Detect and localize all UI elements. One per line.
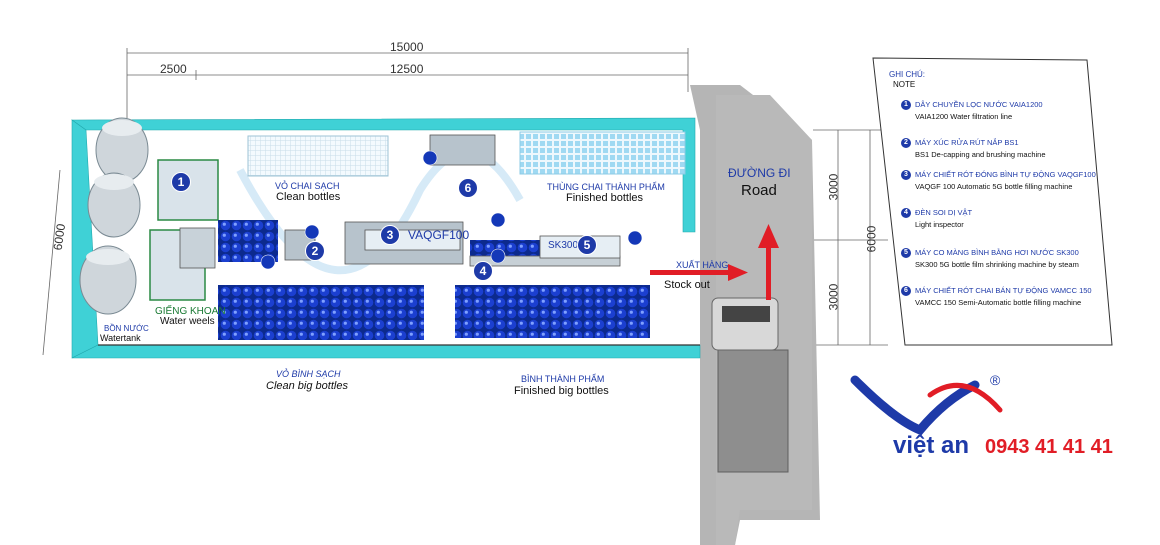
clean-big-bottles-label-vi: VỎ BÌNH SẠCH: [276, 369, 341, 379]
legend-item-3-vi: MÁY CHIẾT RÓT ĐÓNG BÌNH TỰ ĐỘNG VAQGF100: [915, 170, 1096, 179]
dimension-inner-width: 12500: [390, 62, 424, 76]
water-wells-label-vi: GIẾNG KHOAN: [155, 306, 226, 317]
legend-num-6: 6: [901, 286, 911, 296]
legend-frame: [872, 57, 1113, 346]
road-label-vi: ĐƯỜNG ĐI: [728, 166, 791, 180]
legend-item-1-vi: DÂY CHUYỀN LỌC NƯỚC VAIA1200: [915, 100, 1043, 109]
legend-item-6-en: VAMCC 150 Semi-Automatic bottle filling …: [915, 298, 1082, 307]
legend-title-vi: GHI CHÚ:: [889, 70, 925, 79]
finished-bottles-area: [519, 131, 686, 175]
legend-num-2: 2: [901, 138, 911, 148]
registered-mark: ®: [990, 372, 1001, 388]
conveyor-bottles: [470, 240, 550, 258]
finished-bottles-label-vi: THÙNG CHAI THÀNH PHẨM: [547, 182, 665, 192]
water-wells-label-en: Water weels: [160, 316, 215, 327]
dimension-left-offset: 2500: [160, 62, 187, 76]
road-label-en: Road: [741, 182, 777, 199]
finished-bottles-label-en: Finished bottles: [566, 192, 644, 204]
dimension-upper-right: 3000: [826, 173, 841, 201]
export-label-vi: XUẤT HÀNG: [676, 260, 729, 270]
finished-big-bottles-area: [455, 285, 650, 338]
legend-item-2-vi: MÁY XÚC RỬA RÚT NẮP BS1: [915, 138, 1019, 147]
export-arrows: [650, 224, 779, 300]
legend-item-3-en: VAQGF 100 Automatic 5G bottle filling ma…: [915, 182, 1073, 191]
marker-2: 2: [305, 241, 325, 261]
marker-1: 1: [171, 172, 191, 192]
brand-phone: 0943 41 41 41: [985, 436, 1113, 458]
finished-big-bottles-label-vi: BÌNH THÀNH PHẨM: [521, 374, 605, 384]
water-tank-label-vi: BỒN NƯỚC: [104, 324, 149, 333]
finished-big-bottles-label-en: Finished big bottles: [514, 385, 609, 397]
legend-item-5-vi: MÁY CO MÀNG BÌNH BẰNG HƠI NƯỚC SK300: [915, 248, 1079, 257]
legend-num-3: 3: [901, 170, 911, 180]
legend-item-5-en: SK300 5G bottle film shrinking machine b…: [915, 260, 1079, 269]
legend-item-6-vi: MÁY CHIẾT RÓT CHAI BÁN TỰ ĐỘNG VAMCC 150: [915, 286, 1092, 295]
water-tanks: [79, 117, 149, 315]
legend: GHI CHÚ: NOTE 1 DÂY CHUYỀN LỌC NƯỚC VAIA…: [873, 58, 1111, 340]
legend-item-4-vi: ĐÈN SOI DỊ VẬT: [915, 208, 973, 217]
legend-num-1: 1: [901, 100, 911, 110]
legend-num-5: 5: [901, 248, 911, 258]
water-tank-label-en: Watertank: [100, 333, 141, 343]
truck: [711, 297, 789, 473]
legend-title-en: NOTE: [893, 80, 916, 89]
marker-3: 3: [380, 225, 400, 245]
workers: [260, 150, 643, 270]
clean-big-bottles-label-en: Clean big bottles: [266, 380, 348, 392]
marker-4: 4: [473, 261, 493, 281]
legend-num-4: 4: [901, 208, 911, 218]
legend-item-2-en: BS1 De-capping and brushing machine: [915, 150, 1046, 159]
legend-item-4-en: Light inspector: [915, 220, 964, 229]
dimension-lines: [42, 48, 888, 356]
legend-item-1-en: VAIA1200 Water filtration line: [915, 112, 1013, 121]
clean-big-bottles-area: [218, 285, 424, 340]
dimension-total-width: 15000: [390, 40, 424, 54]
marker-6: 6: [458, 178, 478, 198]
brand-name: việt an: [893, 432, 970, 459]
brand-logo-swoosh: [850, 375, 1003, 436]
sk300-machine-label: SK300: [548, 240, 579, 251]
export-label-en: Stock out: [664, 279, 710, 291]
vaqgf-machine-label: VAQGF100: [408, 228, 470, 242]
marker-5: 5: [577, 235, 597, 255]
dimension-lower-right: 3000: [826, 283, 841, 311]
clean-bottles-label-vi: VỎ CHAI SẠCH: [275, 181, 340, 191]
clean-bottles-label-en: Clean bottles: [276, 191, 341, 203]
clean-bottles-area: [247, 135, 389, 177]
